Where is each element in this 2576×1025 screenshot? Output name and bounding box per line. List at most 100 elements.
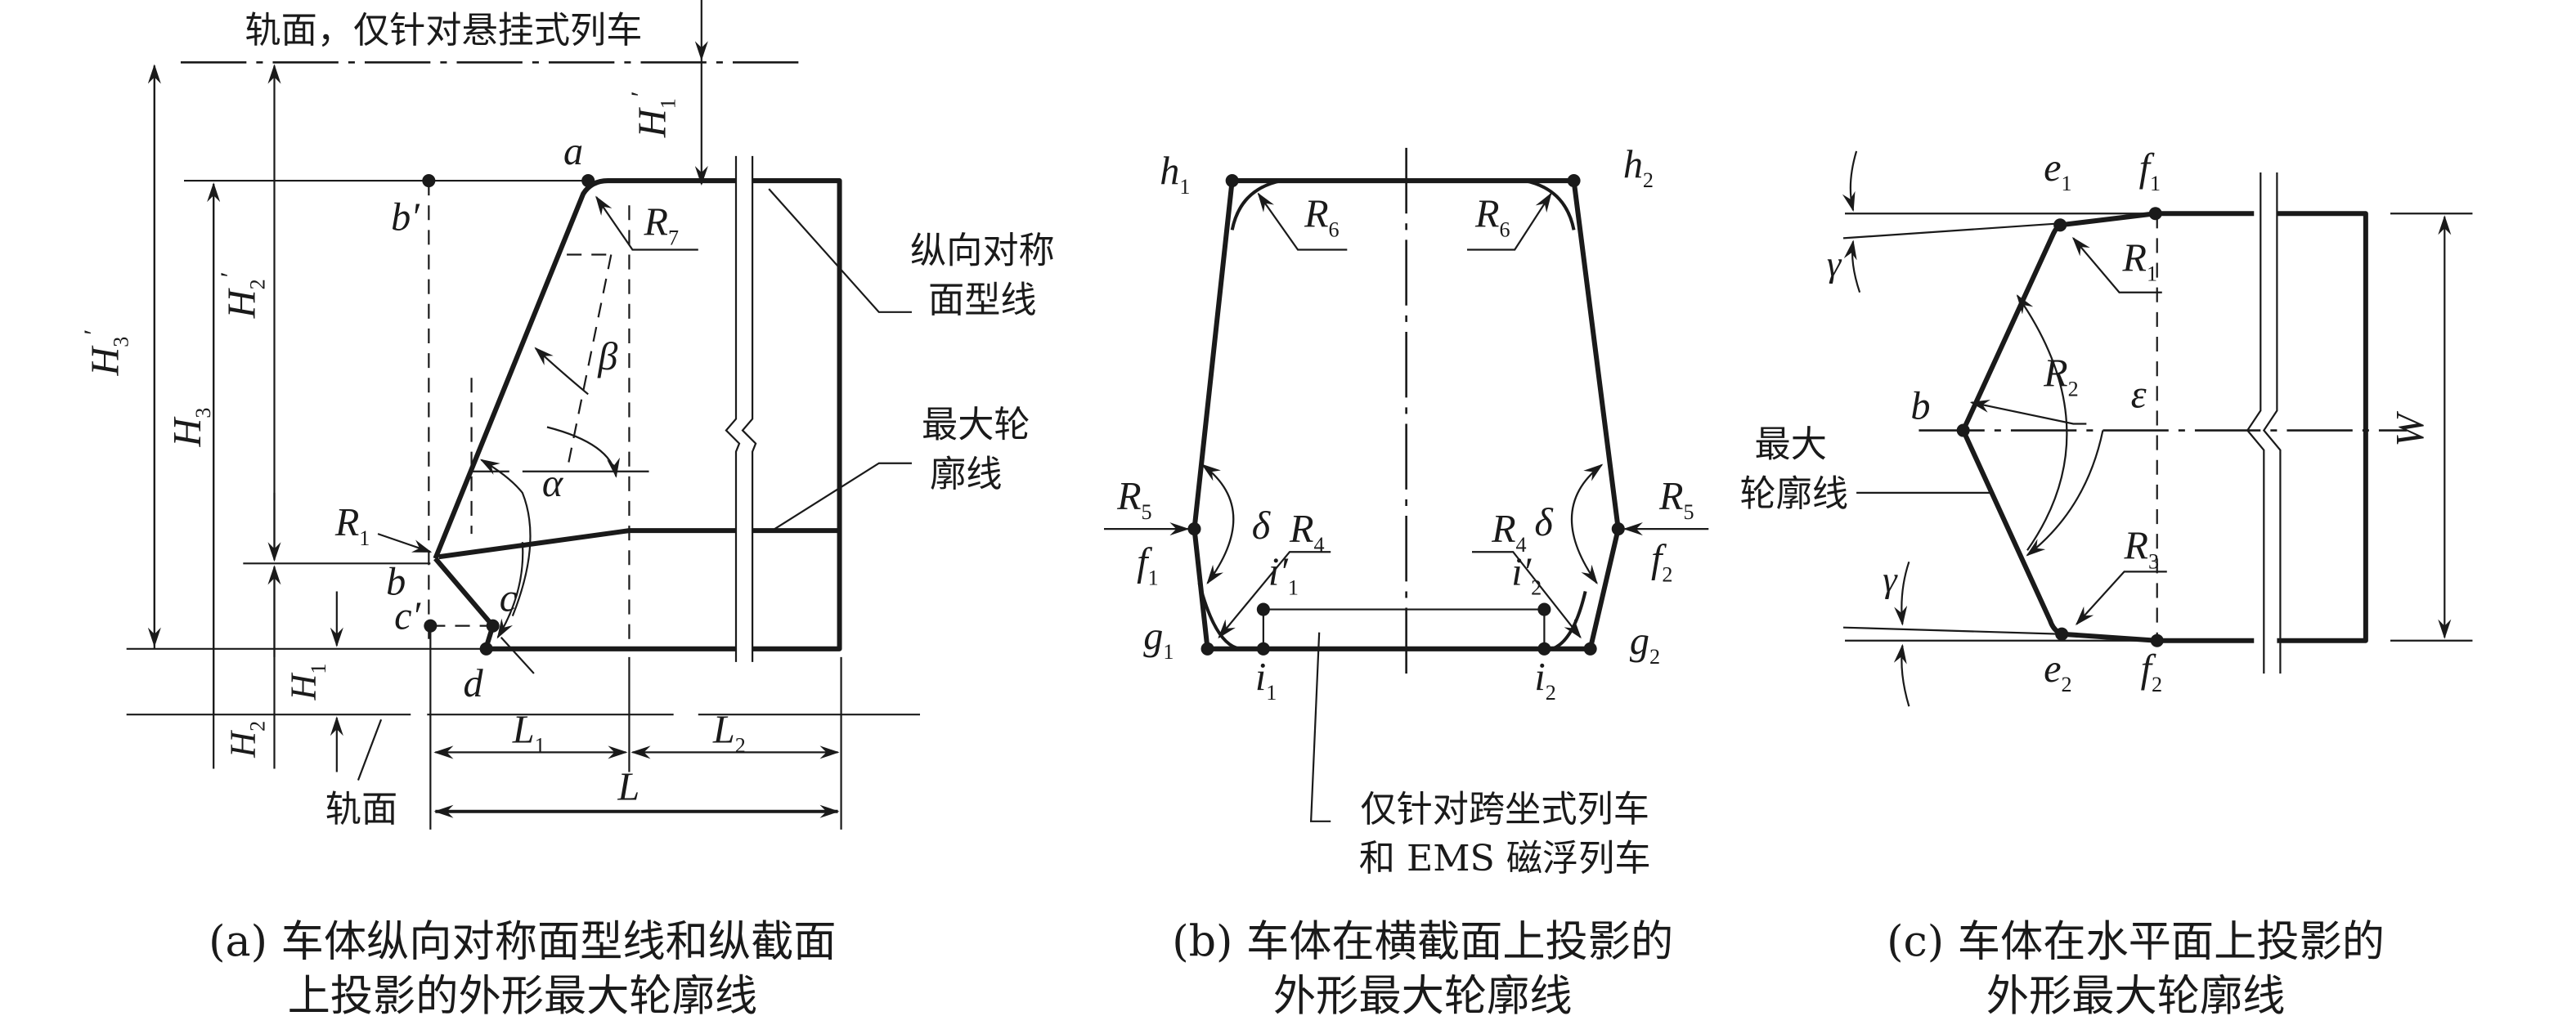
label-r1-c: R1: [2122, 237, 2158, 286]
label-l1: L1: [512, 708, 545, 757]
point-f1: [1187, 522, 1201, 536]
r7-leader: [595, 195, 698, 251]
dim-h2p: H2′: [214, 272, 269, 319]
gamma-bottom-line: [1842, 626, 2062, 635]
gamma-bottom-arrow-2: [1893, 643, 1910, 707]
caption-a-line-1: (a) 车体纵向对称面型线和纵截面: [209, 918, 836, 967]
delta-left-arc: [1200, 463, 1235, 585]
r2-leader: [1969, 400, 2087, 425]
caption-c-line-2: 外形最大轮廓线: [1986, 972, 2286, 1021]
label-max-profile-c-1: 最大: [1755, 424, 1827, 466]
point-h2: [1567, 174, 1581, 188]
point-f2: [1611, 522, 1625, 536]
label-gamma-bottom: γ: [1883, 559, 1898, 599]
point-f2-c: [2150, 633, 2164, 647]
beta-arc-end: [546, 426, 620, 478]
r4-left-leader: [1218, 551, 1331, 639]
label-symmetry-line-2: 面型线: [928, 280, 1037, 321]
label-rail-surface: 轨面: [325, 789, 397, 830]
label-b-c: b: [1910, 384, 1930, 427]
label-max-profile-2: 廓线: [930, 454, 1002, 495]
gamma-top-arrow-2: [1843, 239, 1861, 293]
svg-text:H1′: H1′: [626, 92, 680, 138]
rail-label-leader: [357, 718, 383, 781]
r1-leader: [377, 533, 433, 553]
label-l: L: [617, 766, 640, 809]
panel-a: 轨面，仅针对悬挂式列车 H1′ H3′ H2′ H3 H2: [79, 0, 1055, 1021]
label-i2-prime: i′2: [1511, 550, 1542, 599]
epsilon-arc-top: [2016, 294, 2068, 551]
straddle-bogie-box: [1262, 608, 1546, 649]
label-max-profile-1: 最大轮: [922, 405, 1030, 446]
max-profile-leader: [771, 462, 912, 532]
label-beta: β: [597, 335, 617, 378]
dim-h1: H1: [284, 663, 330, 700]
svg-text:H3′: H3′: [79, 330, 133, 377]
label-c-prime: c′: [394, 595, 421, 638]
svg-text:H1: H1: [284, 663, 330, 700]
point-g2: [1583, 642, 1597, 656]
delta-right-arc: [1570, 463, 1604, 585]
label-delta-left: δ: [1252, 504, 1272, 548]
gamma-top-arrow-1: [1842, 150, 1858, 213]
break-line-left: [725, 155, 741, 662]
max-profile-line: [438, 528, 840, 560]
label-r1: R1: [334, 501, 370, 550]
label-b-prime: b′: [391, 195, 420, 239]
label-r5-right: R5: [1658, 475, 1694, 524]
svg-text:W: W: [2389, 411, 2432, 447]
dim-h3p: H3′: [79, 330, 133, 377]
epsilon-arc-bottom: [2026, 430, 2104, 557]
label-r2: R2: [2043, 351, 2079, 401]
label-f2: f2: [1651, 537, 1672, 586]
label-symmetry-line-1: 纵向对称: [910, 231, 1055, 272]
point-a: [581, 174, 595, 188]
label-i1-prime: i′1: [1268, 550, 1299, 599]
label-a: a: [563, 130, 583, 173]
label-f1-c: f1: [2139, 146, 2161, 195]
label-alpha: α: [542, 462, 564, 505]
label-g1: g1: [1143, 615, 1174, 664]
label-r3: R3: [2124, 524, 2160, 573]
label-d: d: [464, 662, 484, 705]
point-e1: [2053, 218, 2067, 232]
label-max-profile-c-2: 轮廓线: [1739, 473, 1848, 515]
straddle-note-leader: [1309, 632, 1331, 822]
dim-h3: H3: [166, 408, 215, 448]
label-g2: g2: [1630, 620, 1660, 669]
straddle-note-line-2: 和 EMS 磁浮列车: [1359, 838, 1651, 880]
r3-leader: [2075, 571, 2167, 626]
caption-b-line-2: 外形最大轮廓线: [1273, 972, 1573, 1021]
point-d: [479, 642, 493, 656]
point-h1: [1225, 174, 1239, 188]
r6-right-leader: [1466, 192, 1552, 251]
label-i2: i2: [1534, 656, 1555, 705]
alpha-arc-top: [479, 459, 532, 617]
nose-lower-profile: [433, 557, 496, 648]
panel-c: W γ γ e1 f1 e2 f2 b R1 R2 ε R3 最大 轮廓线 (c…: [1739, 146, 2473, 1021]
dim-w: W: [2389, 411, 2432, 447]
point-b-c: [1956, 423, 1970, 437]
label-r4-left: R4: [1289, 508, 1325, 557]
label-h2: h2: [1623, 143, 1654, 192]
label-r6-right: R6: [1474, 192, 1510, 241]
svg-text:H3: H3: [166, 408, 215, 448]
break-line-c-left: [2246, 172, 2265, 674]
r6-fillets: [1230, 179, 1576, 231]
point-g1: [1200, 642, 1214, 656]
svg-text:H2: H2: [222, 721, 269, 759]
label-e1: e1: [2044, 146, 2071, 195]
label-r5-left: R5: [1116, 475, 1152, 524]
r4-right-leader: [1472, 551, 1582, 639]
symmetry-line-leader: [768, 188, 912, 313]
break-line-c-right: [2262, 172, 2282, 674]
dim-h2: H2: [222, 721, 269, 759]
label-f2-c: f2: [2141, 647, 2162, 696]
label-l2: L2: [712, 708, 746, 757]
label-f1: f1: [1137, 540, 1158, 589]
label-r7: R7: [644, 200, 680, 249]
r6-left-leader: [1257, 192, 1348, 251]
dim-h1p: H1′: [626, 92, 680, 138]
label-gamma-top: γ: [1827, 244, 1842, 284]
